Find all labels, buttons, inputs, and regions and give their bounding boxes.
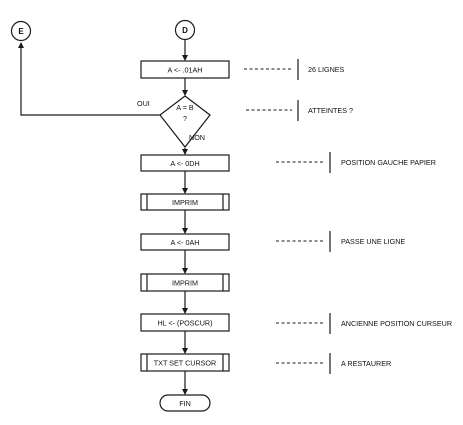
comment-1: 26 LIGNES — [244, 59, 345, 80]
comment-2-text: ATTEINTES ? — [308, 106, 353, 115]
comment-1-text: 26 LIGNES — [308, 65, 345, 74]
connector-d: D — [174, 19, 196, 41]
step-load-lines: A <- .01AH — [140, 60, 230, 79]
connector-e: E — [10, 20, 32, 42]
decision-line1: A = B — [176, 103, 194, 112]
subroutine-imprim-2-label: IMPRIM — [172, 279, 198, 288]
terminator-fin-label: FIN — [179, 399, 191, 408]
step-load-lines-label: A <- .01AH — [168, 66, 203, 75]
subroutine-txt-set-cursor: TXT SET CURSOR — [140, 353, 230, 372]
comment-3: POSITION GAUCHE PAPIER — [276, 152, 436, 173]
decision-a-equals-b: A = B ? — [159, 95, 211, 148]
terminator-fin: FIN — [159, 394, 211, 412]
subroutine-imprim-1: IMPRIM — [140, 193, 230, 211]
subroutine-txt-set-cursor-label: TXT SET CURSOR — [154, 359, 216, 368]
step-load-left: A <- 0DH — [140, 154, 230, 172]
comment-3-text: POSITION GAUCHE PAPIER — [341, 158, 436, 167]
connector-d-label: D — [182, 26, 188, 35]
no-label: NON — [189, 133, 205, 142]
subroutine-imprim-2: IMPRIM — [140, 273, 230, 292]
step-load-lf: A <- 0AH — [140, 233, 230, 251]
decision-line2: ? — [183, 114, 187, 123]
comment-4-text: PASSE UNE LIGNE — [341, 237, 405, 246]
step-load-hl: HL <- (POSCUR) — [140, 313, 230, 332]
step-load-lf-label: A <- 0AH — [171, 238, 200, 247]
yes-branch-arrow — [18, 42, 160, 116]
comment-6: A RESTAURER — [276, 353, 391, 374]
subroutine-imprim-1-label: IMPRIM — [172, 198, 198, 207]
comment-5: ANCIENNE POSITION CURSEUR — [276, 313, 452, 334]
comment-4: PASSE UNE LIGNE — [276, 231, 405, 252]
yes-label: OUI — [137, 99, 150, 108]
step-load-left-label: A <- 0DH — [170, 159, 199, 168]
comment-2: ATTEINTES ? — [246, 100, 353, 121]
connector-e-label: E — [18, 27, 24, 36]
comment-6-text: A RESTAURER — [341, 359, 391, 368]
comment-5-text: ANCIENNE POSITION CURSEUR — [341, 319, 452, 328]
step-load-hl-label: HL <- (POSCUR) — [157, 319, 212, 328]
